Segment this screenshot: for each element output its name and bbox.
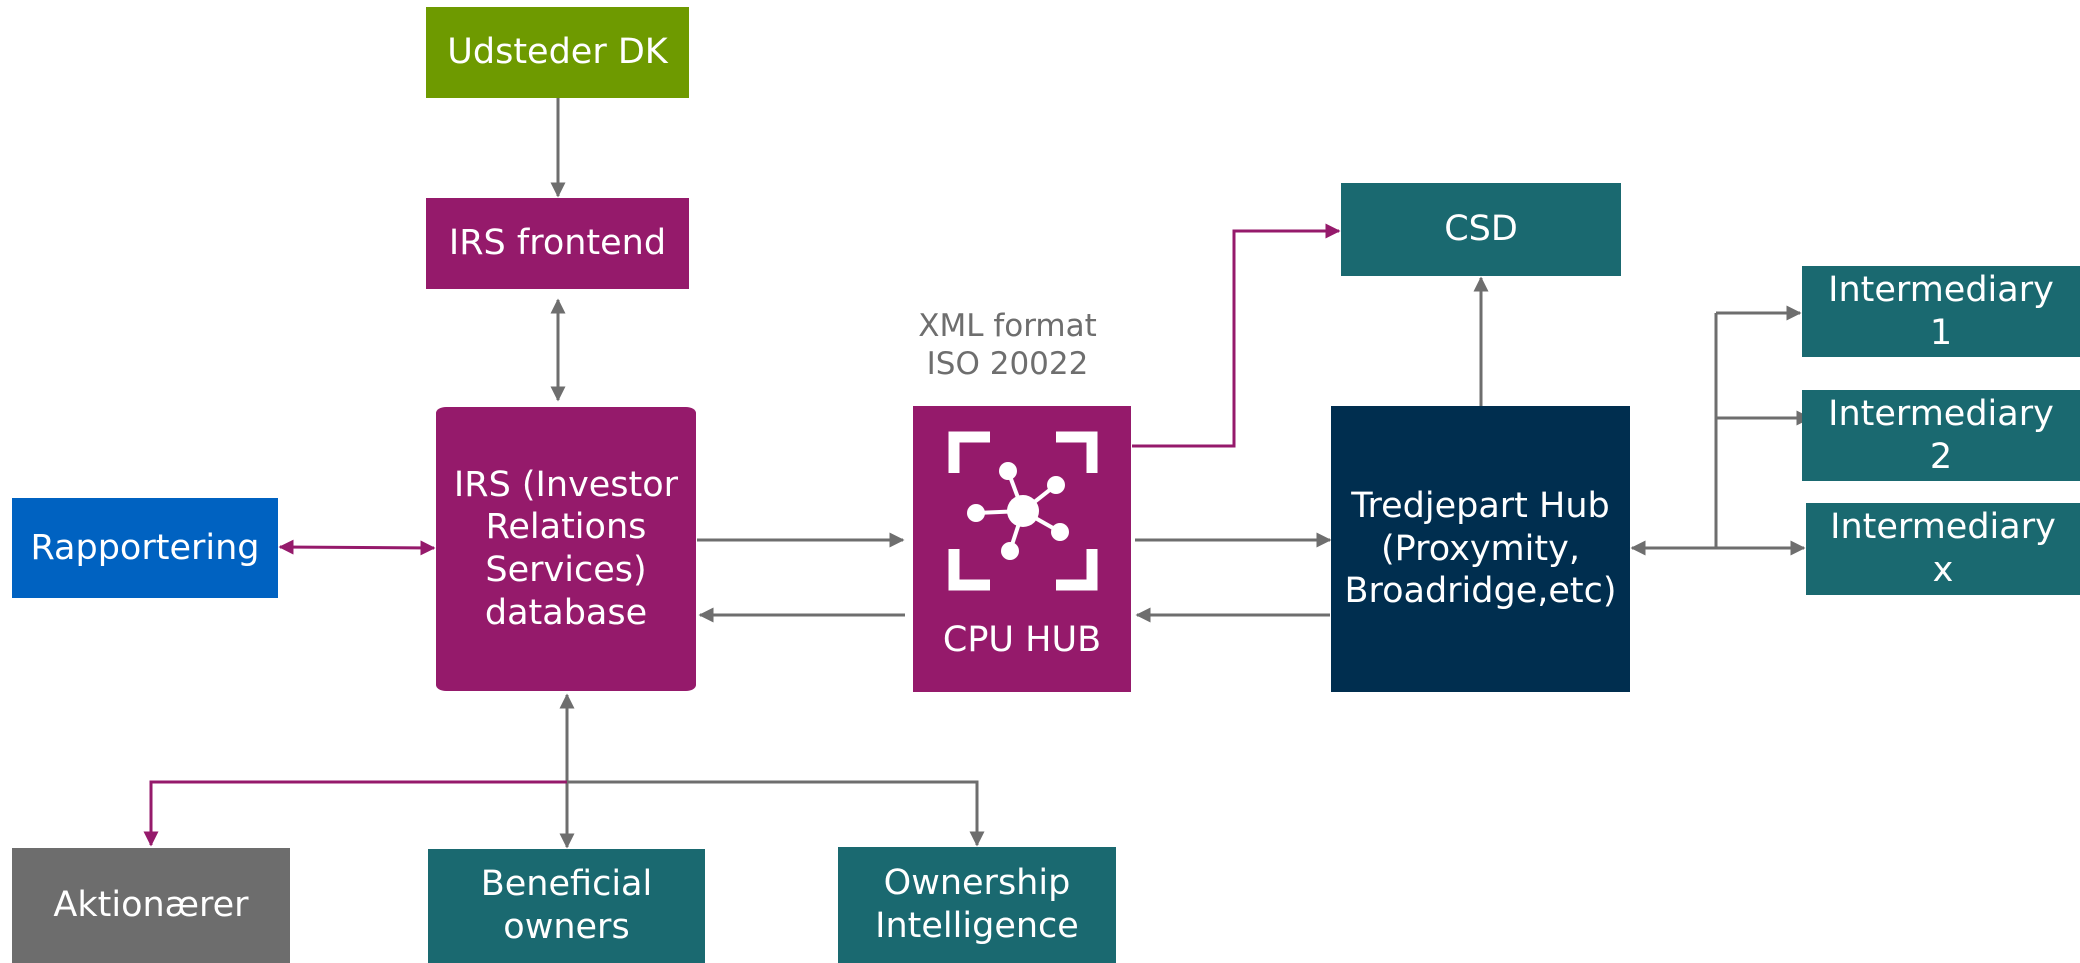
node-irs-database-line-3: Services): [485, 550, 647, 590]
node-intermediary-2-line-1: Intermediary: [1828, 393, 2054, 434]
node-cpu-hub-label: CPU HUB: [942, 620, 1102, 661]
edge-rapportering-db: [278, 539, 436, 556]
node-intermediary-2: Intermediary 2: [1802, 390, 2080, 481]
node-csd-label: CSD: [1444, 209, 1518, 250]
edge-tredjepart-trunk: [1636, 313, 1718, 550]
node-intermediary-2-line-2: 2: [1929, 436, 1953, 477]
node-rapportering-label: Rapportering: [30, 527, 260, 568]
edge-to-aktionaerer: [143, 780, 567, 847]
network-hub-icon: [948, 431, 1098, 591]
node-beneficial-owners-line-2: owners: [503, 907, 630, 947]
node-tredjepart-hub-line-1: Tredjepart Hub: [1351, 485, 1610, 526]
node-ownership-intelligence: Ownership Intelligence: [838, 847, 1116, 963]
node-ownership-intelligence-line-1: Ownership: [883, 863, 1071, 904]
node-intermediary-x: Intermediary x: [1806, 503, 2080, 595]
node-csd: CSD: [1341, 183, 1621, 276]
node-udsteder-dk: Udsteder DK: [426, 7, 689, 98]
annotation-xml-format-line-1: XML format: [918, 308, 1097, 344]
node-aktionaerer-label: Aktionærer: [53, 885, 249, 926]
node-irs-database-line-4: database: [484, 592, 648, 633]
node-tredjepart-hub-line-2: (Proxymity,: [1381, 528, 1580, 569]
node-rapportering: Rapportering: [12, 498, 278, 598]
node-beneficial-owners-line-1: Beneficial: [480, 864, 653, 905]
node-intermediary-1-line-2: 1: [1929, 312, 1953, 353]
node-intermediary-1-line-1: Intermediary: [1828, 269, 2054, 310]
annotation-xml-format: XML format ISO 20022: [880, 308, 1135, 384]
node-intermediary-x-line-2: x: [1932, 550, 1954, 590]
node-udsteder-dk-label: Udsteder DK: [447, 32, 668, 73]
edge-to-ownership: [567, 780, 985, 847]
node-intermediary-x-line-1: Intermediary: [1830, 507, 2056, 548]
node-beneficial-owners: Beneficial owners: [428, 849, 705, 963]
node-irs-frontend-label: IRS frontend: [448, 223, 667, 264]
node-irs-database-line-1: IRS (Investor: [453, 464, 679, 505]
node-cpu-hub: CPU HUB: [913, 406, 1131, 692]
node-ownership-intelligence-line-2: Intelligence: [875, 906, 1079, 946]
node-irs-database: IRS (Investor Relations Services) databa…: [436, 407, 696, 691]
node-tredjepart-hub: Tredjepart Hub (Proxymity, Broadridge,et…: [1331, 406, 1630, 692]
node-irs-frontend: IRS frontend: [426, 198, 689, 289]
node-tredjepart-hub-line-3: Broadridge,etc): [1344, 571, 1617, 612]
annotation-xml-format-line-2: ISO 20022: [926, 345, 1089, 382]
node-intermediary-1: Intermediary 1: [1802, 266, 2080, 357]
edge-hub-to-csd: [1132, 223, 1341, 448]
node-aktionaerer: Aktionærer: [12, 848, 290, 963]
node-irs-database-line-2: Relations: [485, 507, 647, 548]
